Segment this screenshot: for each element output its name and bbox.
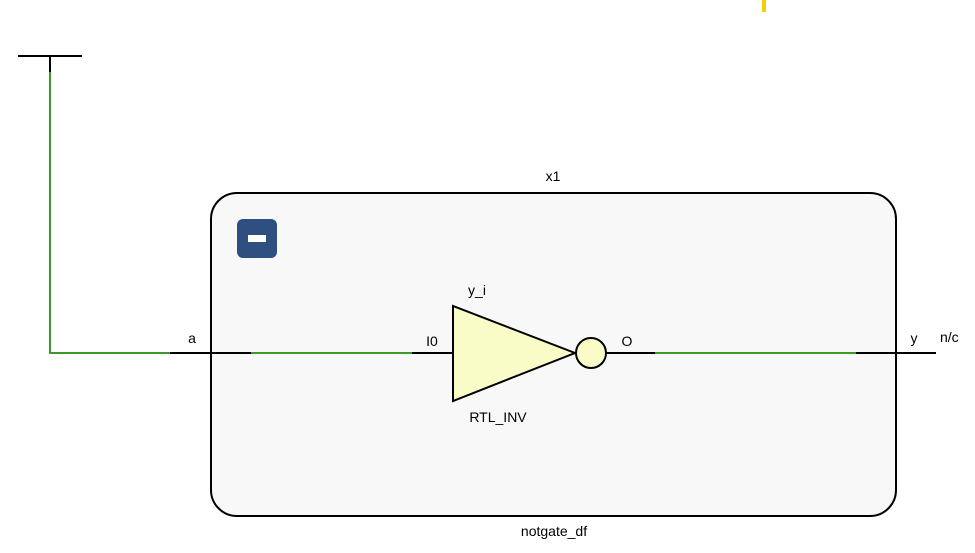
cell-instance-label: y_i bbox=[468, 282, 486, 298]
cell-output-pin-label: O bbox=[622, 333, 633, 349]
collapse-hierarchy-button[interactable] bbox=[237, 219, 277, 258]
input-port-label: a bbox=[188, 330, 196, 346]
minus-icon bbox=[248, 235, 266, 242]
module-name-label: notgate_df bbox=[521, 523, 587, 539]
inverter-bubble bbox=[575, 337, 607, 369]
input-net-wire[interactable] bbox=[49, 72, 170, 354]
selection-marker bbox=[762, 0, 766, 12]
cell-type-label: RTL_INV bbox=[469, 409, 527, 425]
instance-name-label: x1 bbox=[546, 168, 561, 184]
output-port-label: y bbox=[911, 330, 918, 346]
output-net-label: n/c bbox=[940, 329, 959, 345]
cell-input-pin-label: I0 bbox=[426, 333, 438, 349]
inverter-body[interactable] bbox=[452, 304, 578, 403]
